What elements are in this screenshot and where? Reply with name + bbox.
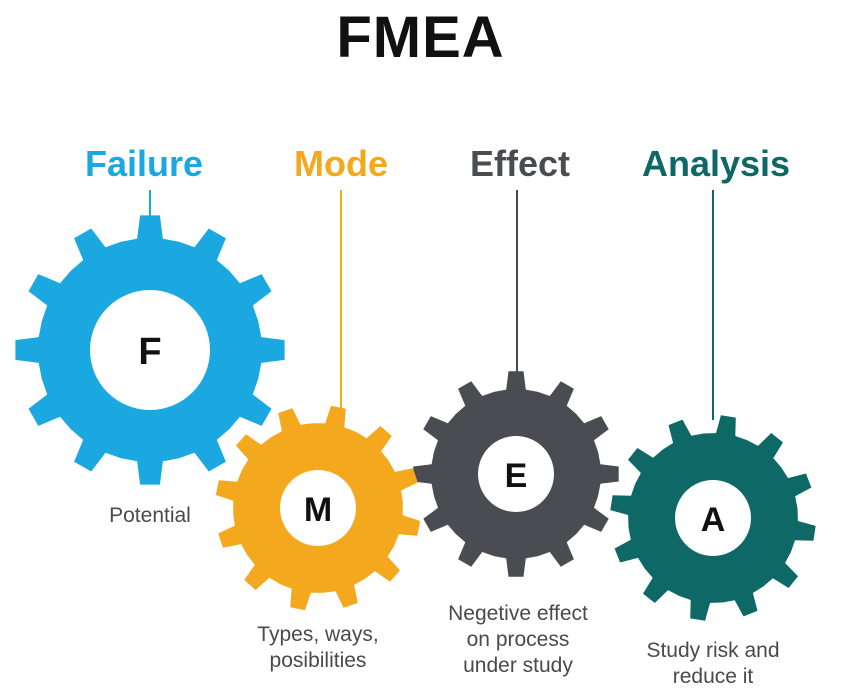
word-analysis: Analysis: [641, 143, 791, 184]
letter-f: F: [138, 331, 161, 373]
word-failure: Failure: [84, 143, 204, 184]
description-failure: Potential: [40, 503, 260, 529]
description-analysis: Study risk and reduce it: [603, 638, 823, 690]
description-analysis-line: reduce it: [672, 665, 754, 688]
hub-mode: [280, 470, 356, 546]
description-mode-line: Types, ways,: [257, 623, 379, 646]
letter-m: M: [304, 491, 332, 529]
hub-analysis: [675, 480, 751, 556]
description-mode: Types, ways, posibilities: [208, 622, 428, 674]
hub-effect: [478, 436, 554, 512]
description-mode-line: posibilities: [269, 649, 367, 672]
word-mode: Mode: [294, 143, 388, 184]
letter-e: E: [505, 457, 528, 495]
description-effect-line: on process: [466, 628, 570, 651]
description-effect: Negetive effect on process under study: [408, 601, 628, 679]
description-effect-line: under study: [463, 654, 573, 677]
page-title: FMEA: [336, 5, 505, 70]
description-failure-line: Potential: [109, 504, 191, 527]
letter-a: A: [701, 501, 726, 539]
description-effect-line: Negetive effect: [448, 602, 588, 625]
hub-failure: [90, 290, 210, 410]
word-effect: Effect: [469, 143, 571, 184]
description-analysis-line: Study risk and: [646, 639, 780, 662]
